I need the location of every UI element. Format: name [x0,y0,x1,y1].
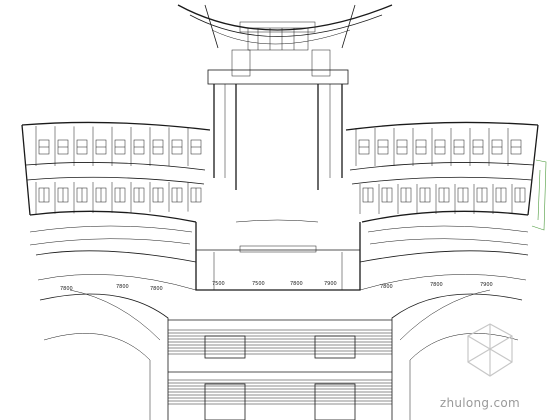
dimension-labels: 7800 7800 7800 7500 7500 7800 7900 7800 … [60,281,493,292]
front-terraces [35,250,529,420]
right-wing [345,121,547,246]
central-lobby [195,219,361,291]
dim-label-left-3: 7800 [150,286,163,292]
dim-label-left-2: 7800 [116,284,129,290]
dim-label-right-1: 7800 [380,284,393,290]
top-entrance-block [177,4,393,85]
dim-label-center-2: 7500 [252,281,265,287]
central-corridor [213,84,343,190]
left-wing [21,121,211,246]
watermark-logo-icon [467,323,513,377]
dim-label-center-1: 7500 [212,281,225,287]
watermark-text: zhulong.com [439,396,520,410]
dim-label-center-3: 7800 [290,281,303,287]
dim-label-left-1: 7800 [60,286,73,292]
front-steps [168,319,392,420]
dim-label-right-2: 7800 [430,282,443,288]
dim-label-right-3: 7900 [480,282,493,288]
dim-label-center-4: 7900 [324,281,337,287]
